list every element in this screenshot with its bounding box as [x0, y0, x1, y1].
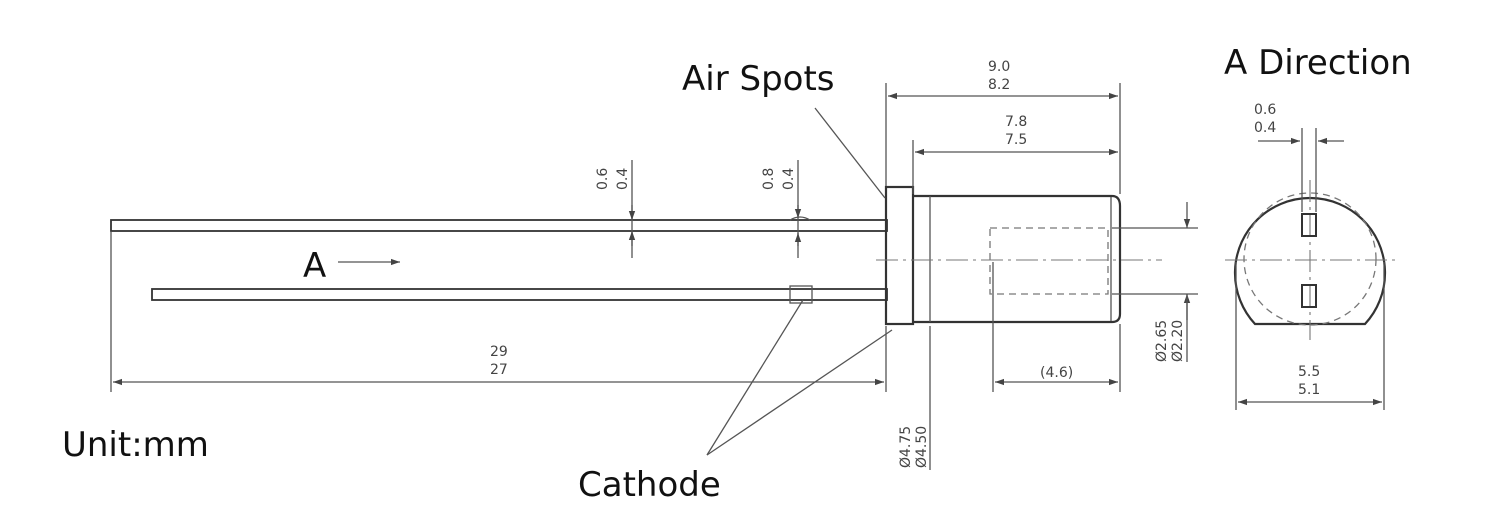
end-width-dimension: 5.5 5.1: [1235, 262, 1385, 410]
svg-text:5.5: 5.5: [1298, 364, 1320, 380]
air-spots-leader: [814, 107, 886, 199]
svg-text:7.5: 7.5: [1005, 132, 1027, 148]
svg-text:(4.6): (4.6): [1040, 365, 1073, 381]
svg-text:27: 27: [490, 362, 508, 378]
end-view-inner-circle: [1243, 192, 1377, 326]
svg-text:0.4: 0.4: [781, 168, 797, 190]
svg-text:0.4: 0.4: [615, 168, 631, 190]
lens-diameter-dimension: Ø2.65 Ø2.20: [1112, 202, 1198, 362]
svg-text:0.8: 0.8: [761, 168, 777, 190]
lead-length-dimension: 29 27: [110, 232, 887, 392]
a-direction-label: A Direction: [1224, 43, 1412, 83]
svg-text:7.8: 7.8: [1005, 114, 1027, 130]
cathode-label: Cathode: [578, 465, 721, 505]
body-length-dimension: 7.8 7.5: [912, 114, 1118, 194]
end-view-lead-bottom: [1301, 284, 1317, 308]
svg-text:9.0: 9.0: [988, 59, 1010, 75]
led-flange: [884, 185, 915, 326]
view-arrow-label: A: [303, 246, 326, 286]
unit-label: Unit:mm: [62, 425, 209, 465]
svg-text:0.4: 0.4: [1254, 120, 1276, 136]
lead-diameter-dimension: 0.6 0.4: [595, 160, 636, 258]
end-view: A Direction 0.6 0.4 5.5 5.1: [1224, 43, 1412, 410]
lead-kink-dimension: 0.8 0.4: [761, 160, 802, 258]
side-view: A Air Spots Cathode Unit:mm 0.6 0.4 0.8 …: [62, 59, 1198, 505]
flange-diameter-dimension: Ø4.75 Ø4.50: [898, 326, 931, 470]
svg-text:Ø2.20: Ø2.20: [1170, 320, 1186, 362]
svg-text:Ø4.75: Ø4.75: [898, 426, 914, 468]
overall-length-dimension: 9.0 8.2: [885, 59, 1121, 194]
svg-text:8.2: 8.2: [988, 77, 1010, 93]
lens-length-dimension: (4.6): [992, 262, 1121, 392]
led-body: [913, 194, 1122, 324]
end-lead-dimension: 0.6 0.4: [1254, 102, 1344, 212]
svg-text:29: 29: [490, 344, 508, 360]
svg-text:5.1: 5.1: [1298, 382, 1320, 398]
air-spots-label: Air Spots: [682, 59, 835, 99]
cathode-leader-1: [706, 299, 804, 456]
anode-lead: [110, 216, 888, 232]
end-view-lead-top: [1301, 213, 1317, 237]
cathode-lead: [151, 285, 888, 304]
svg-text:0.6: 0.6: [595, 168, 611, 190]
svg-text:Ø4.50: Ø4.50: [914, 426, 930, 468]
svg-text:Ø2.65: Ø2.65: [1154, 320, 1170, 362]
lens-hidden-outline: [989, 227, 1109, 295]
svg-text:0.6: 0.6: [1254, 102, 1276, 118]
cathode-leader-2: [706, 329, 893, 456]
